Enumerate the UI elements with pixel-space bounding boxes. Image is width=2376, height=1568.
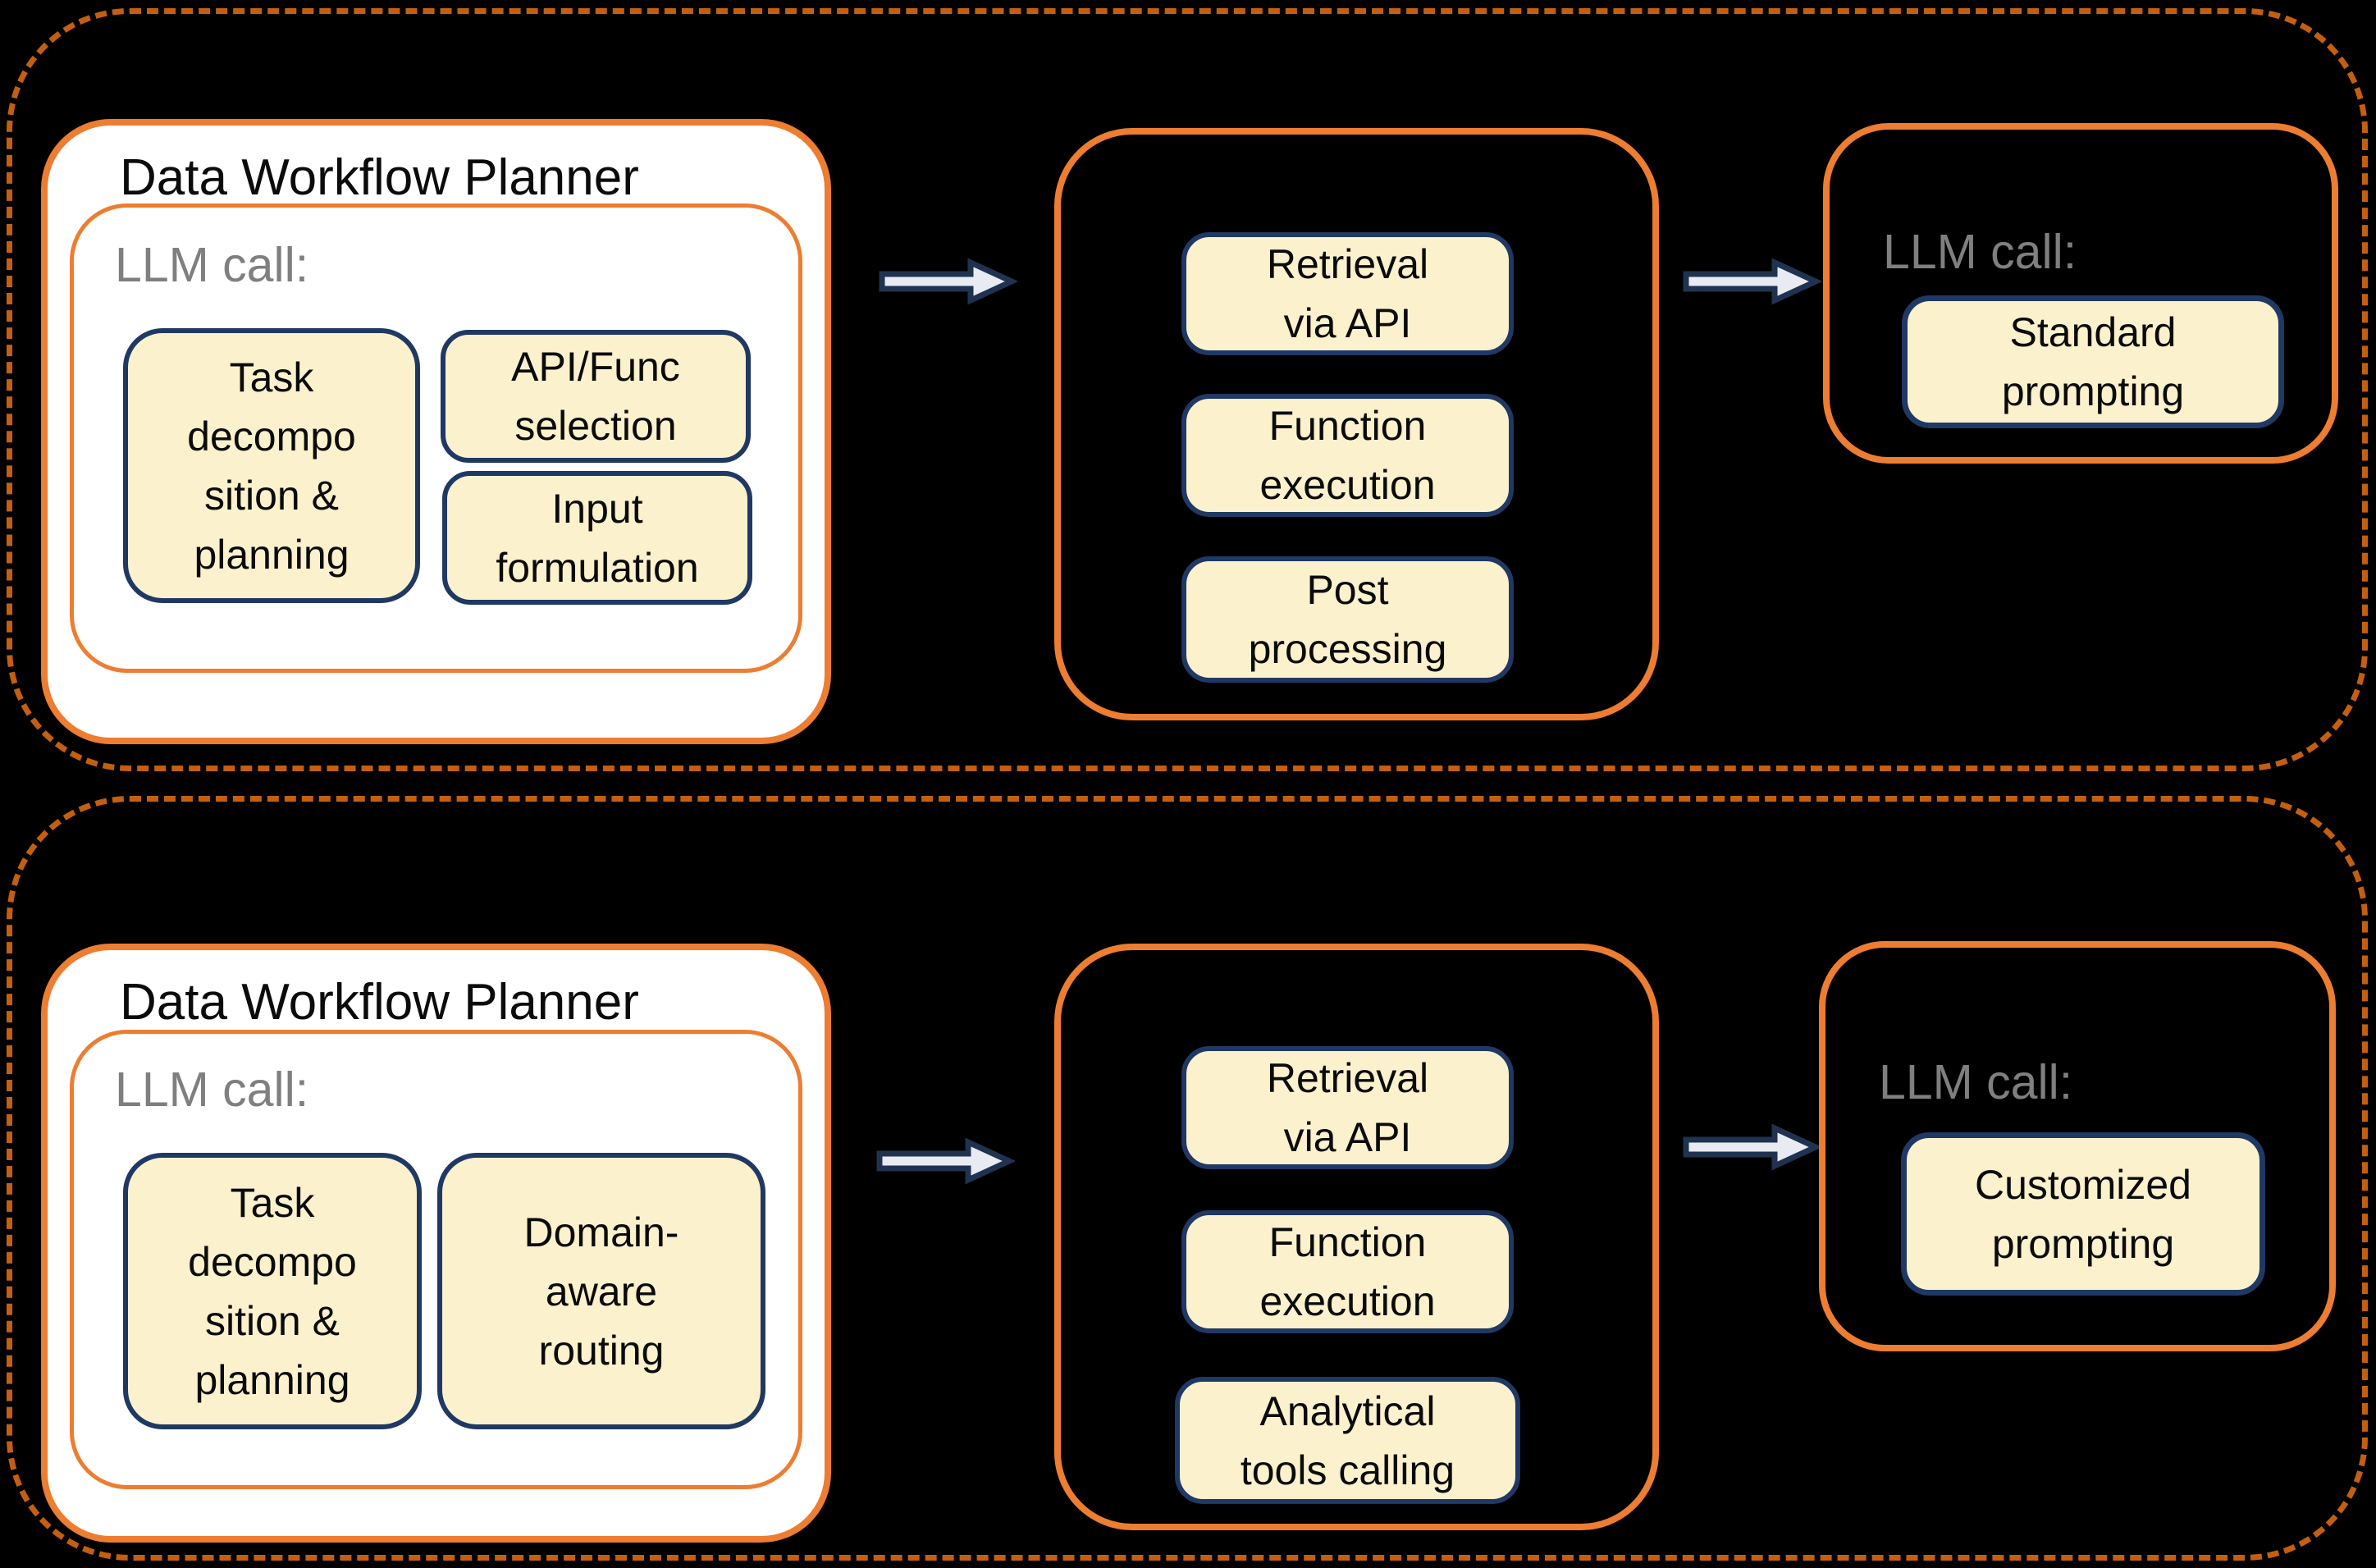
top-planner-llm-call-box: LLM call: Task decompo sition & planning… — [70, 203, 802, 673]
retrieval-via-api-box: Retrieval via API — [1181, 1046, 1514, 1169]
retrieval-via-api-box: Retrieval via API — [1181, 232, 1514, 355]
top-planner-title: Data Workflow Planner — [120, 149, 639, 206]
api-func-selection-box: API/Func selection — [441, 330, 751, 463]
top-execution-pipeline-box: Retrieval via API Function execution Pos… — [1054, 128, 1659, 720]
task-decomposition-box: Task decompo sition & planning — [123, 328, 420, 603]
customized-prompting-box: Customized prompting — [1901, 1132, 2265, 1296]
bottom-output-llm-call-label: LLM call: — [1879, 1055, 2073, 1109]
function-execution-box: Function execution — [1181, 1210, 1514, 1333]
analytical-tools-calling-box: Analytical tools calling — [1175, 1377, 1520, 1504]
top-data-workflow-planner: Data Workflow Planner LLM call: Task dec… — [41, 119, 831, 744]
top-output-llm-call-label: LLM call: — [1883, 225, 2077, 279]
standard-prompting-box: Standard prompting — [1902, 295, 2284, 428]
bottom-planner-title: Data Workflow Planner — [120, 974, 639, 1031]
function-execution-box: Function execution — [1181, 394, 1514, 517]
task-decomposition-box: Task decompo sition & planning — [123, 1153, 422, 1429]
bottom-llm-output-box: LLM call: Customized prompting — [1819, 941, 2336, 1351]
bottom-planner-llm-call-box: LLM call: Task decompo sition & planning… — [70, 1030, 802, 1489]
input-formulation-box: Input formulation — [442, 471, 752, 605]
flow-arrow-icon — [1683, 258, 1821, 305]
post-processing-box: Post processing — [1181, 556, 1514, 683]
domain-aware-routing-box: Domain- aware routing — [437, 1153, 765, 1429]
bottom-data-workflow-planner: Data Workflow Planner LLM call: Task dec… — [41, 944, 831, 1543]
flow-arrow-icon — [876, 1137, 1015, 1185]
top-llm-output-box: LLM call: Standard prompting — [1823, 123, 2338, 464]
bottom-planner-llm-call-label: LLM call: — [115, 1063, 309, 1117]
flow-arrow-icon — [879, 258, 1017, 305]
bottom-execution-pipeline-box: Retrieval via API Function execution Ana… — [1054, 944, 1659, 1530]
top-workflow-group-frame — [7, 8, 2368, 771]
top-planner-llm-call-label: LLM call: — [115, 238, 309, 292]
bottom-workflow-group-frame — [7, 796, 2368, 1561]
flow-arrow-icon — [1683, 1123, 1821, 1171]
